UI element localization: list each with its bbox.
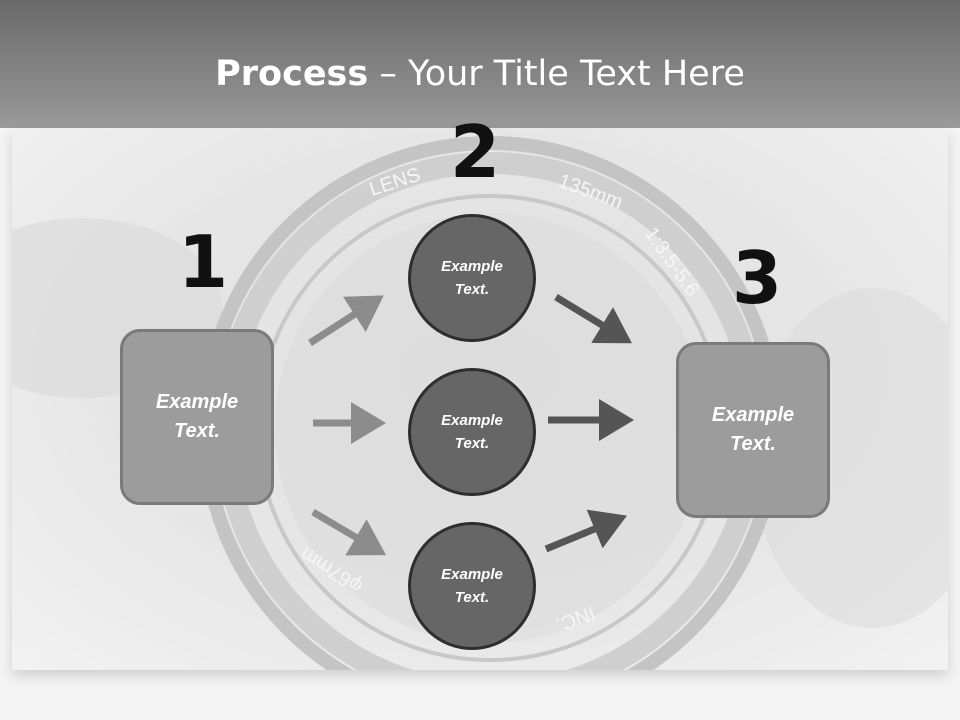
arrow-2a-to-3 bbox=[554, 294, 632, 344]
step-2-text-2: Example Text. bbox=[441, 412, 503, 452]
step-number-3: 3 bbox=[732, 236, 783, 320]
step-number-1: 1 bbox=[178, 220, 229, 304]
step-2-circle-1: Example Text. bbox=[408, 214, 536, 342]
step-3-text: Example Text. bbox=[711, 404, 795, 455]
arrow-1-to-2c bbox=[311, 508, 387, 556]
arrow-1-to-2a bbox=[308, 295, 384, 346]
step-1-text: Example Text. bbox=[155, 391, 239, 442]
step-3-box: Example Text. bbox=[676, 342, 830, 518]
slide-title: Process – Your Title Text Here bbox=[215, 54, 745, 94]
step-2-circle-2: Example Text. bbox=[408, 368, 536, 496]
step-number-2: 2 bbox=[450, 110, 501, 194]
step-2-text-1: Example Text. bbox=[441, 258, 503, 298]
step-1-box: Example Text. bbox=[120, 329, 274, 505]
step-2-text-3: Example Text. bbox=[441, 566, 503, 606]
step-2-circle-3: Example Text. bbox=[408, 522, 536, 650]
arrow-2c-to-3 bbox=[544, 509, 627, 553]
header-bar: Process – Your Title Text Here bbox=[0, 0, 960, 128]
